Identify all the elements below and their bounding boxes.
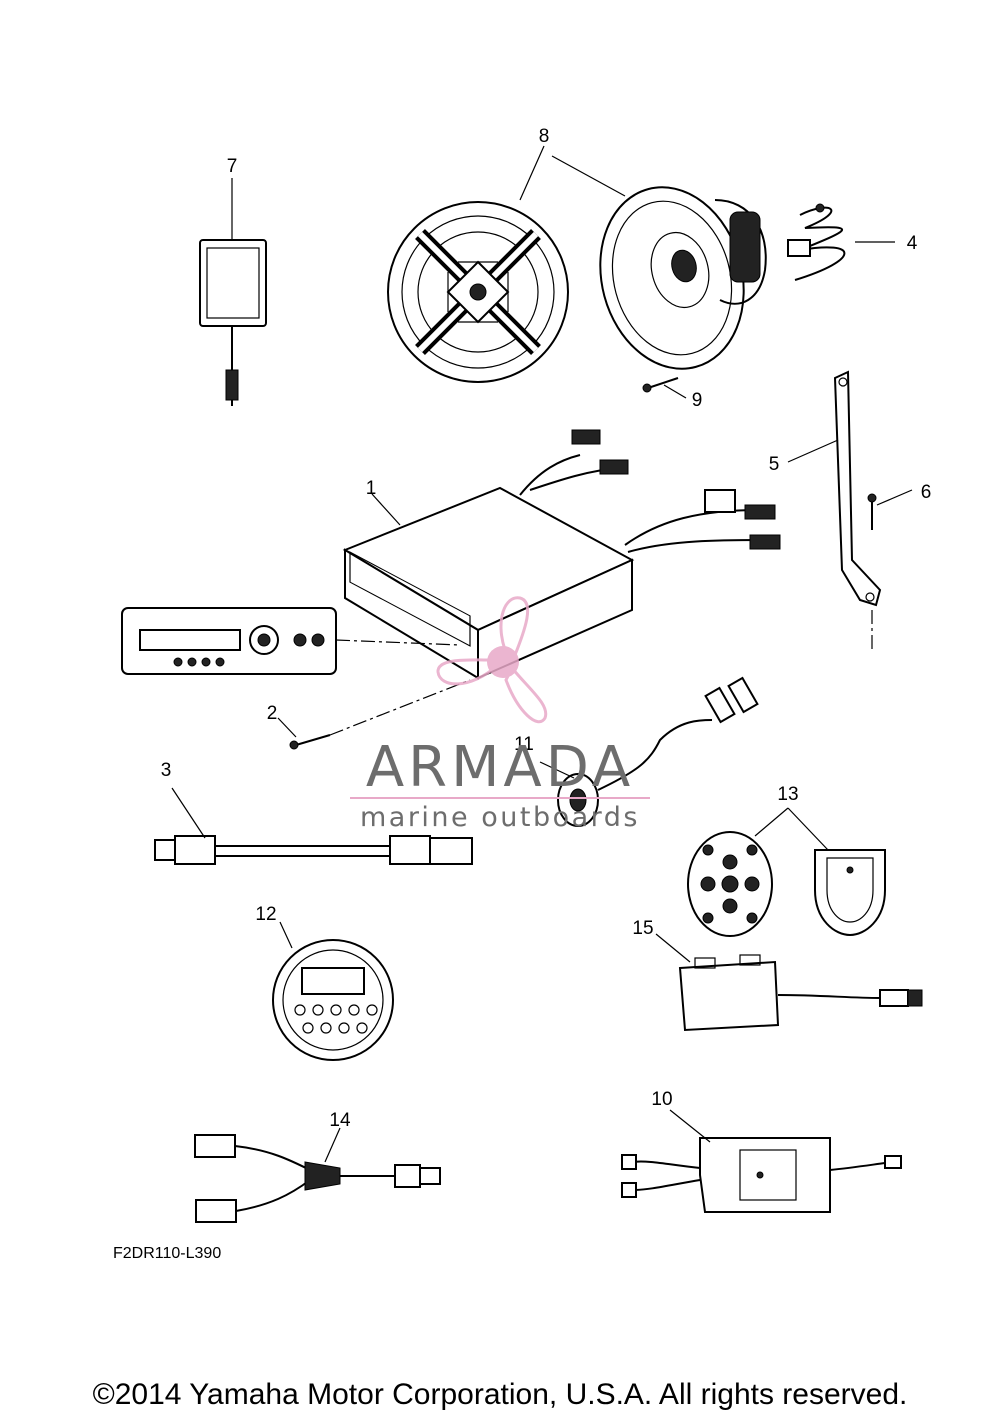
callout-9: 9 [692,390,703,411]
part-10-power-module [621,1109,902,1213]
callout-11: 11 [514,734,534,755]
callout-5: 5 [769,454,780,475]
part-12-round-display [272,921,394,1061]
part-6-screw [867,489,913,530]
part-13-remote [687,807,789,937]
part-8-speaker-front [387,201,569,383]
callout-8: 8 [539,126,550,147]
part-13-holder [787,807,886,937]
part-2-screw [277,679,471,750]
part-1-faceplate [121,607,461,675]
part-7-receiver [199,178,267,406]
part-8-leader [519,145,626,201]
part-11-input-jack [539,676,759,827]
callout-1: 1 [366,478,377,499]
callout-14: 14 [329,1110,351,1131]
callout-4: 4 [907,233,918,254]
part-9-screw [642,377,687,399]
callout-2: 2 [267,703,278,724]
callout-13: 13 [777,784,798,805]
part-5-bracket [787,370,882,650]
watermark-propeller-logo [436,596,548,724]
part-15-module [655,933,923,1032]
callout-12: 12 [255,904,276,925]
part-4-wire-harness [787,203,895,281]
copyright-notice: ©2014 Yamaha Motor Corporation, U.S.A. A… [92,1378,908,1411]
callout-labels: 1 2 3 4 5 6 7 8 9 10 11 12 13 14 15 [161,126,932,1131]
callout-3: 3 [161,760,172,781]
part-8-speaker-side [599,186,767,370]
watermark-brand: ARMADA [366,735,634,800]
drawing-code: F2DR110-L390 [113,1245,222,1262]
callout-7: 7 [227,156,238,177]
callout-15: 15 [632,918,653,939]
part-3-cable [154,787,473,865]
callout-10: 10 [651,1089,672,1110]
part-1-stereo-unit [342,429,781,680]
callout-6: 6 [921,482,932,503]
watermark-tagline: marine outboards [360,802,640,833]
watermark: ARMADA marine outboards [350,596,650,833]
part-14-y-cable [194,1127,441,1223]
